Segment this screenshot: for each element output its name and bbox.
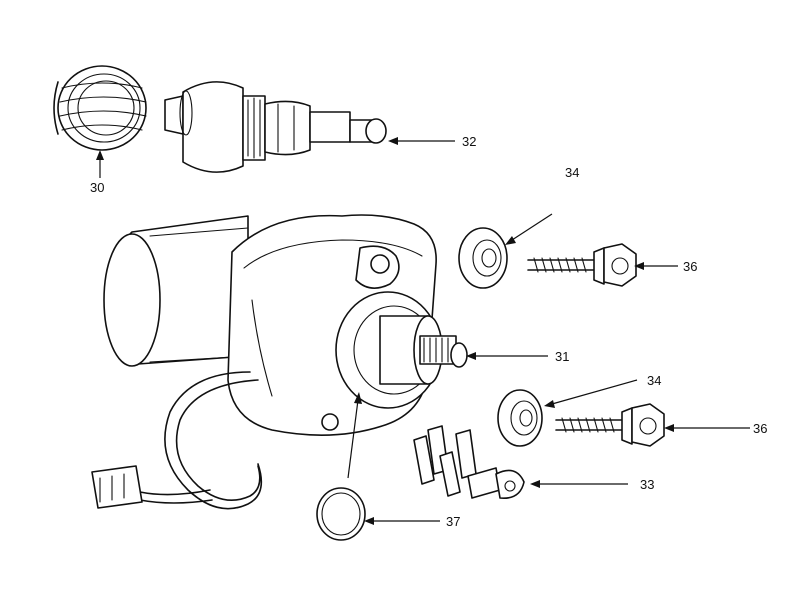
- callout-32-leader: [388, 137, 455, 145]
- part-31-starter-motor: [91, 214, 468, 510]
- part-33-brush-assembly: [413, 425, 525, 499]
- callout-36b-leader: [664, 424, 750, 432]
- callout-34b-leader: [544, 379, 638, 408]
- part-37-o-ring: [316, 487, 366, 541]
- callout-31-label: 31: [555, 349, 569, 364]
- callout-37-leader: [347, 392, 440, 525]
- callout-33-leader: [530, 480, 628, 488]
- part-34-washer-upper: [458, 227, 508, 289]
- callout-32-label: 32: [462, 134, 476, 149]
- callout-34b-label: 34: [647, 373, 661, 388]
- callout-36a-label: 36: [683, 259, 697, 274]
- part-36-bolt-lower: [555, 403, 665, 447]
- callout-37-label: 37: [446, 514, 460, 529]
- callout-30-leader: [96, 150, 104, 178]
- callout-36b-label: 36: [753, 421, 767, 436]
- callout-36a-leader: [634, 262, 678, 270]
- callout-33-label: 33: [640, 477, 654, 492]
- part-34-washer-lower: [497, 389, 543, 447]
- callout-34a-label: 34: [565, 165, 579, 180]
- part-36-bolt-upper: [527, 243, 637, 287]
- callout-30-label: 30: [90, 180, 104, 195]
- callout-31-leader: [466, 352, 548, 360]
- part-30-boot: [53, 65, 147, 151]
- part-32-starter-drive: [164, 81, 387, 173]
- callout-34a-leader: [505, 213, 553, 245]
